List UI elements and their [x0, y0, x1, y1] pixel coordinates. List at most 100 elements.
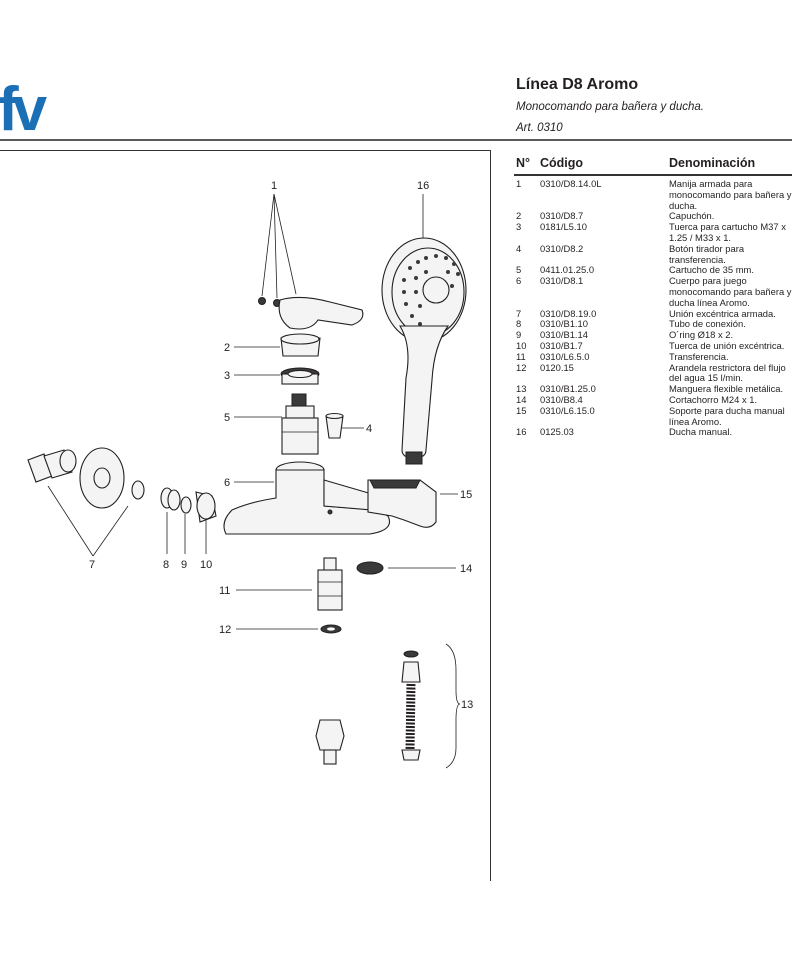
row-description: Manija armada para monocomando para bañe… [669, 178, 792, 211]
row-number: 8 [516, 318, 522, 330]
label-15: 15 [460, 489, 472, 501]
table-row: 6 0310/D8.1 Cuerpo para juego monocomando … [516, 275, 792, 308]
row-description: Tuerca para cartucho M37 x 1.25 / M33 x … [669, 221, 786, 243]
fv-logo: fv [0, 78, 54, 136]
parts-8-9-10: 8 9 10 [160, 487, 217, 571]
table-row: 13 0310/B1.25.0 Manguera flexible metálica… [516, 383, 792, 395]
label-16: 16 [417, 180, 429, 192]
row-number: 10 [516, 339, 527, 351]
row-description: Capuchón. [669, 210, 715, 222]
row-code: 0310/B1.10 [540, 318, 588, 330]
row-description: Manguera flexible metálica. [669, 383, 784, 395]
part-3-nut: 3 [224, 367, 320, 385]
row-description: Tuerca de unión excéntrica. [669, 339, 785, 351]
col-number: N° [516, 156, 531, 170]
row-code: 0310/B1.7 [540, 339, 583, 351]
table-row: 9 0310/B1.14 O´ring Ø18 x 2. [516, 329, 792, 341]
row-number: 16 [516, 426, 527, 438]
row-description: Cuerpo para juego monocomando para bañer… [669, 275, 792, 308]
row-number: 6 [516, 275, 522, 287]
row-number: 15 [516, 404, 527, 416]
row-code: 0310/B8.4 [540, 393, 583, 405]
col-description: Denominación [669, 156, 756, 170]
row-code: 0125.03 [540, 426, 574, 438]
exploded-diagram: 1 2 3 4 5 6 [27, 180, 473, 769]
label-7: 7 [89, 559, 95, 571]
table-row: 5 0411.01.25.0 Cartucho de 35 mm. [516, 265, 792, 276]
label-1: 1 [271, 180, 277, 192]
row-number: 7 [516, 307, 522, 319]
label-12: 12 [219, 624, 231, 636]
label-13: 13 [461, 699, 473, 711]
row-number: 3 [516, 221, 522, 233]
label-5: 5 [224, 412, 230, 424]
part-14-aerator: 14 [356, 561, 472, 575]
row-description: Botón tirador para transferencia. [669, 242, 745, 265]
row-number: 4 [516, 242, 522, 254]
row-description: O´ring Ø18 x 2. [669, 329, 734, 341]
row-number: 1 [516, 178, 522, 189]
row-description: Transferencia. [669, 350, 729, 362]
part-1-handle: 1 [258, 180, 364, 330]
part-7-union: 7 [27, 447, 145, 571]
row-code: 0310/B1.25.0 [540, 383, 596, 395]
row-code: 0310/D8.1 [540, 275, 584, 287]
label-3: 3 [224, 370, 230, 382]
article-number: Art. 0310 [516, 122, 563, 134]
row-code: 0310/L6.5.0 [540, 350, 590, 362]
part-12-washer: 12 [219, 624, 342, 636]
row-number: 11 [516, 350, 526, 362]
parts-table-body: 1 0310/D8.14.0L Manija armada para monocom… [516, 178, 792, 438]
label-6: 6 [224, 477, 230, 489]
part-15-support: 15 [367, 479, 472, 528]
table-row: 14 0310/B8.4 Cortachorro M24 x 1. [516, 393, 792, 406]
table-row: 1 0310/D8.14.0L Manija armada para monocom… [516, 178, 792, 211]
row-description: Cortachorro M24 x 1. [669, 393, 758, 405]
table-header-rule [514, 174, 792, 176]
row-code: 0310/D8.14.0L [540, 178, 602, 189]
parts-table-header: N° Código Denominación [516, 152, 792, 174]
row-number: 5 [516, 264, 522, 276]
label-4: 4 [366, 423, 372, 435]
part-4-button: 4 [325, 412, 372, 439]
part-2-cap: 2 [224, 333, 321, 357]
logo-text: fv [0, 78, 48, 136]
label-11: 11 [219, 585, 230, 597]
row-code: 0181/L5.10 [540, 221, 587, 233]
page-title: Línea D8 Aromo [516, 76, 639, 93]
table-row: 10 0310/B1.7 Tuerca de unión excéntrica. [516, 339, 792, 352]
part-6-body: 6 [223, 461, 391, 535]
row-number: 9 [516, 329, 522, 341]
row-code: 0310/D8.7 [540, 210, 584, 222]
row-number: 14 [516, 393, 527, 405]
part-11-diverter: 11 [219, 557, 343, 611]
row-number: 13 [516, 383, 527, 395]
row-description: Cartucho de 35 mm. [669, 264, 754, 276]
row-code: 0310/L6.15.0 [540, 404, 595, 416]
row-code: 0411.01.25.0 [540, 264, 595, 276]
label-9: 9 [181, 559, 187, 571]
table-row: 16 0125.03 Ducha manual. [516, 427, 792, 438]
label-14: 14 [460, 563, 472, 575]
row-description: Unión excéntrica armada. [669, 307, 776, 319]
table-row: 11 0310/L6.5.0 Transferencia. [516, 350, 792, 363]
table-row: 3 0181/L5.10 Tuerca para cartucho M37 x 1.… [516, 221, 792, 244]
diagram-frame [0, 150, 491, 881]
part-13-hose: 13 [315, 643, 473, 769]
row-number: 2 [516, 210, 522, 222]
part-5-cartridge: 5 [224, 393, 319, 455]
table-row: 2 0310/D8.7 Capuchón. [516, 211, 792, 222]
label-10: 10 [200, 559, 212, 571]
header-rule [0, 139, 792, 141]
row-number: 12 [516, 361, 527, 373]
label-2: 2 [224, 342, 230, 354]
col-code: Código [540, 156, 584, 170]
row-code: 0310/B1.14 [540, 329, 588, 341]
page-subtitle: Monocomando para bañera y ducha. [516, 101, 704, 113]
row-description: Ducha manual. [669, 426, 733, 438]
